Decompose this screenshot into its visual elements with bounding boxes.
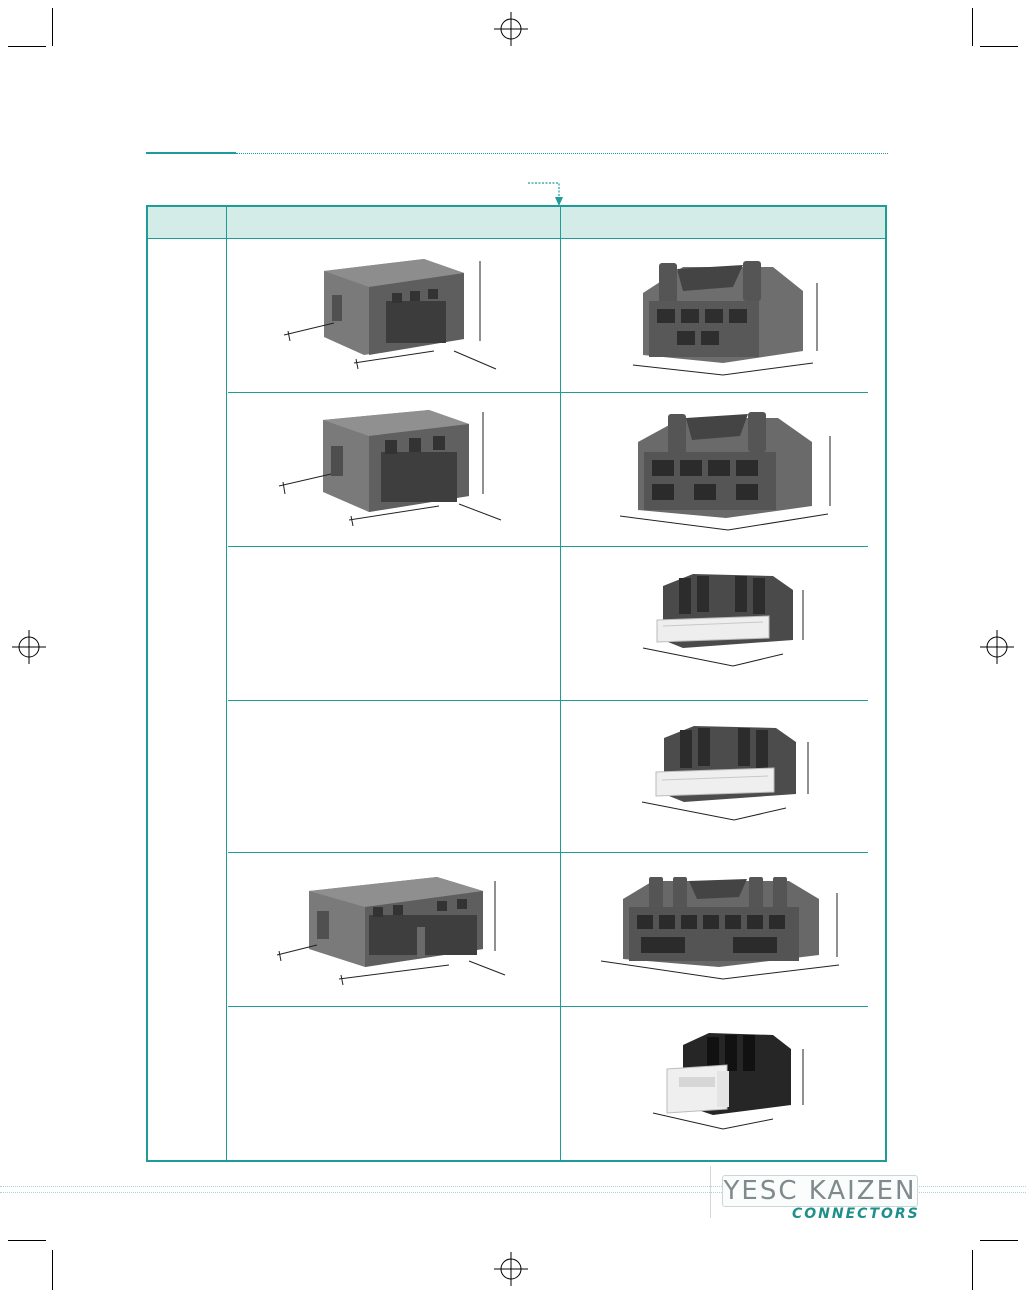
table-row <box>227 393 560 546</box>
table-row <box>561 701 885 852</box>
gray-receptacle-connector-image <box>632 260 818 376</box>
crop-mark <box>8 1240 46 1241</box>
registration-mark-icon <box>12 630 46 664</box>
wide-gray-receptacle-connector-image <box>600 877 840 980</box>
table-row <box>561 547 885 700</box>
crop-mark <box>972 8 973 46</box>
gray-receptacle-connector-image <box>619 412 831 531</box>
table-row <box>561 853 885 1006</box>
footer-rule <box>0 1192 1026 1193</box>
crop-mark <box>52 1250 53 1290</box>
table-row <box>227 1007 560 1160</box>
footer-rule <box>0 1186 1026 1187</box>
row-divider <box>228 700 868 701</box>
gray-plug-connector-image <box>283 258 496 369</box>
row-divider <box>228 1006 868 1007</box>
gray-plug-connector-image <box>278 410 501 527</box>
registration-mark-icon <box>494 12 528 46</box>
product-table <box>146 205 887 1162</box>
table-row <box>227 701 560 852</box>
column-divider <box>560 207 561 1160</box>
column-divider <box>226 207 227 1160</box>
registration-mark-icon <box>980 630 1014 664</box>
crop-mark <box>980 1240 1018 1241</box>
table-row <box>561 1007 885 1160</box>
wide-gray-plug-connector-image <box>276 877 505 986</box>
row-divider <box>228 546 868 547</box>
table-row <box>227 239 560 392</box>
dark-receptacle-with-white-retainer-image <box>641 725 809 821</box>
dark-receptacle-with-white-retainer-image <box>642 573 804 667</box>
table-row <box>561 393 885 546</box>
table-header-divider <box>148 238 885 239</box>
table-row <box>227 853 560 1006</box>
header-rule-dotted <box>236 153 888 154</box>
crop-mark <box>980 46 1018 47</box>
footer-divider <box>710 1166 711 1218</box>
crop-mark <box>52 8 53 46</box>
header-rule <box>146 152 236 154</box>
registration-mark-icon <box>494 1252 528 1286</box>
brand-tagline: CONNECTORS <box>792 1206 920 1222</box>
table-row <box>561 239 885 392</box>
brand-logo: YESC KAIZEN <box>722 1175 918 1207</box>
pointer-arrow-icon <box>528 182 563 206</box>
black-receptacle-with-white-retainer-image <box>652 1032 804 1130</box>
row-divider <box>228 392 868 393</box>
row-divider <box>228 852 868 853</box>
table-row <box>227 547 560 700</box>
crop-mark <box>972 1250 973 1290</box>
table-header <box>148 207 885 238</box>
crop-mark <box>8 46 46 47</box>
